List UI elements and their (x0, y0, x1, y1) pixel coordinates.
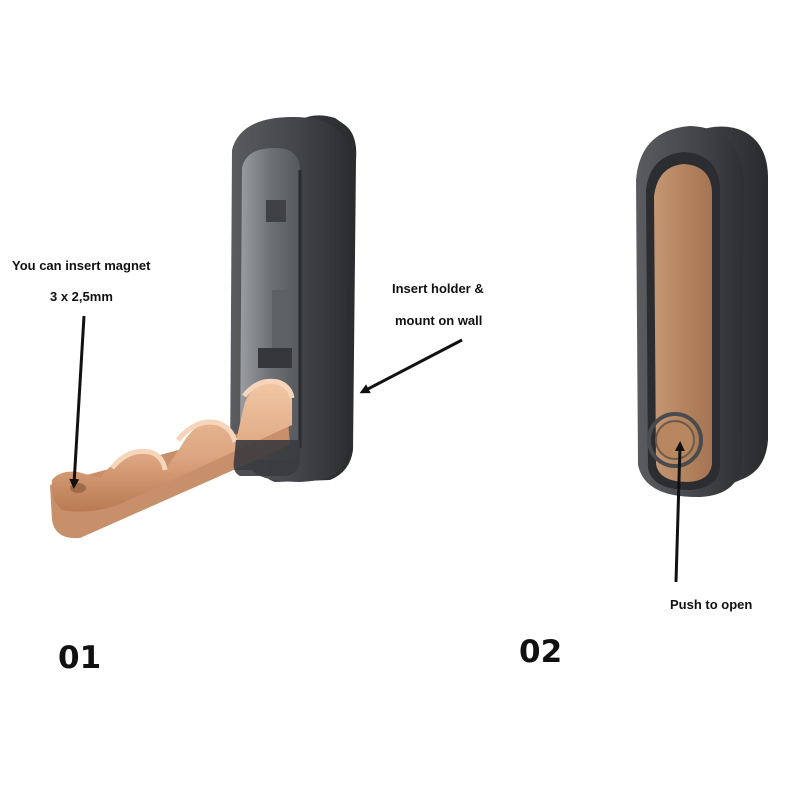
housing-cavity (240, 148, 300, 460)
push-arrow (674, 441, 685, 583)
open-holder-assembly (50, 115, 357, 539)
magnet-arrow (69, 315, 86, 489)
holder-arrow (359, 338, 463, 394)
magnet-hole (70, 483, 86, 493)
ridge-3 (242, 378, 295, 399)
holder-label-line2: mount on wall (395, 313, 483, 328)
housing-lip (233, 440, 300, 476)
latch-bottom (258, 348, 292, 368)
holder-bar-top (51, 380, 292, 512)
closed-front-plate (654, 164, 712, 482)
step-number-01: 01 (58, 640, 102, 676)
magnet-label-line2: 3 x 2,5mm (50, 289, 113, 304)
latch-mid (272, 290, 288, 350)
step-number-02: 02 (519, 634, 563, 670)
ridge-1 (110, 448, 168, 471)
closed-holder-assembly (636, 126, 768, 498)
magnet-label-line1: You can insert magnet (12, 258, 151, 273)
latch-top (266, 200, 286, 222)
holder-label-line1: Insert holder & (392, 281, 484, 296)
push-label: Push to open (670, 597, 753, 612)
ridge-2 (176, 419, 238, 443)
push-button (655, 420, 695, 460)
push-button-ring (647, 412, 703, 468)
